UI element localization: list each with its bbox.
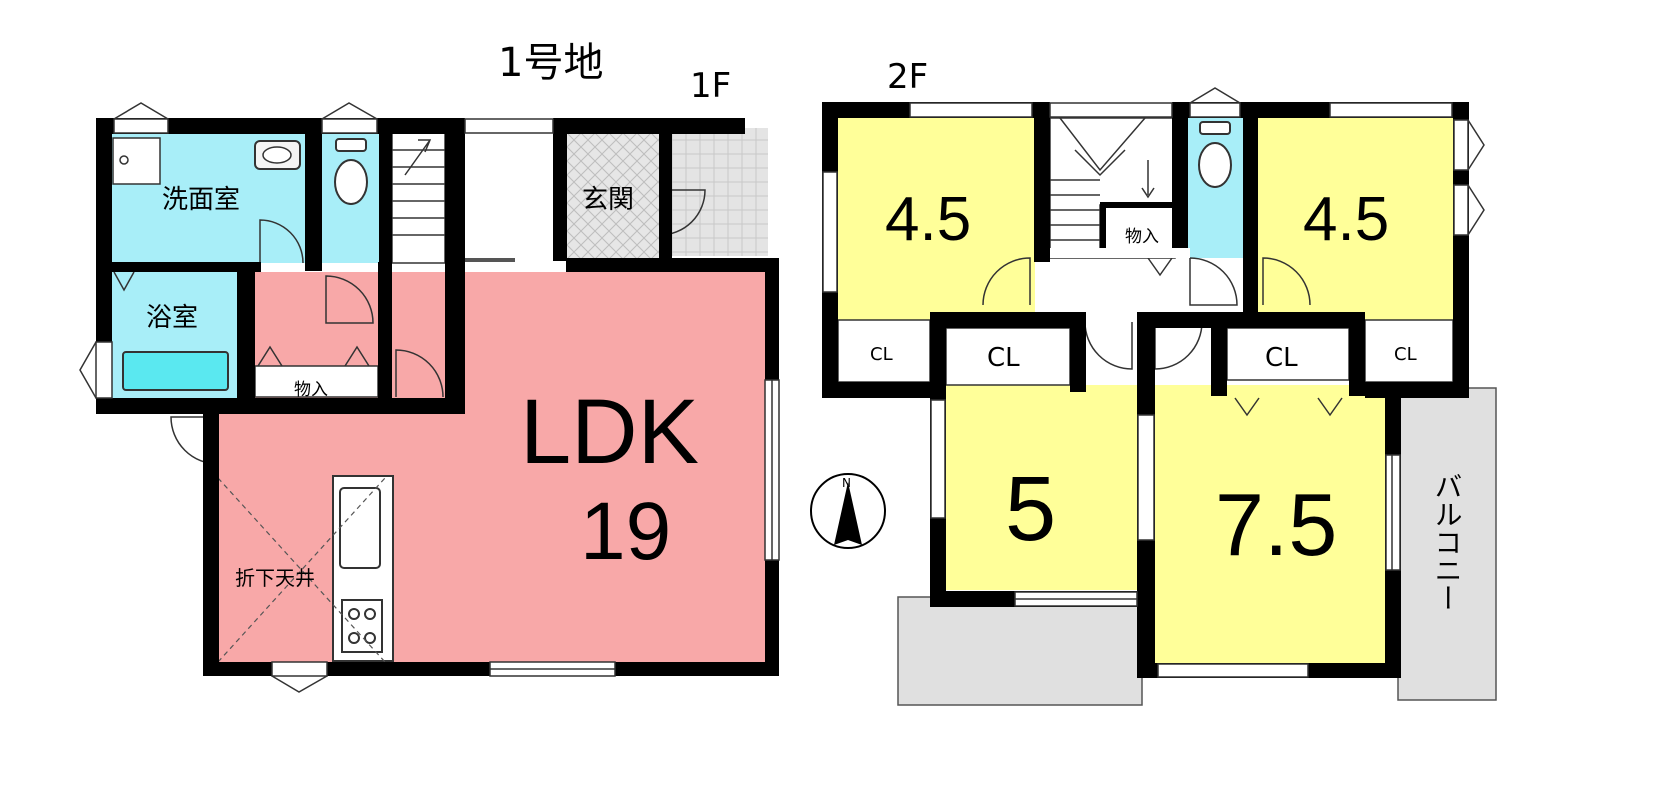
entrance-area xyxy=(567,133,659,261)
bathroom-label: 浴室 xyxy=(146,303,198,333)
lot-title: 1号地 xyxy=(498,40,603,86)
closet-mid-left-label: CL xyxy=(987,343,1020,373)
balcony-south xyxy=(897,596,1143,706)
porch-area xyxy=(672,128,768,256)
closet-ne-label: CL xyxy=(1394,344,1417,365)
bedroom-sw-size: 5 xyxy=(1005,458,1056,560)
closets-2f xyxy=(837,319,1454,386)
first-floor: 洗面室 浴室 物入 玄関 LDK 19 折下天井 xyxy=(79,102,780,693)
bedroom-nw-size: 4.5 xyxy=(885,185,971,254)
washroom-label: 洗面室 xyxy=(162,185,240,215)
ldk-area-upper xyxy=(465,272,765,278)
door-swings-2f xyxy=(982,257,1311,370)
closet-nw-label: CL xyxy=(870,344,893,365)
first-floor-label: 1F xyxy=(690,66,731,106)
bedroom-sw xyxy=(946,385,1137,590)
balcony-east xyxy=(1397,387,1497,701)
ldk-name-label: LDK xyxy=(520,381,699,483)
compass-north-label: N xyxy=(842,476,851,490)
hall-area xyxy=(465,133,553,261)
storage-1f xyxy=(254,365,379,398)
toilet-area-2f xyxy=(1188,118,1243,258)
second-floor-label: 2F xyxy=(887,57,928,97)
walls-1f xyxy=(96,118,779,676)
second-floor: 4.5 4.5 5 7.5 物入 CL CL CL CL バルコニー xyxy=(822,87,1497,706)
kitchen-counter xyxy=(332,475,394,662)
closet-mid-right-label: CL xyxy=(1265,343,1298,373)
ldk-size-label: 19 xyxy=(580,486,671,577)
storage-label-1f: 物入 xyxy=(294,380,328,400)
stairs-1f xyxy=(391,132,446,264)
entrance-label: 玄関 xyxy=(582,185,634,215)
balcony-label: バルコニー xyxy=(1431,472,1464,612)
toilet-2f xyxy=(1198,142,1232,188)
windows-2f xyxy=(822,102,1469,678)
compass-icon: N xyxy=(810,473,886,549)
ceiling-label: 折下天井 xyxy=(235,566,315,590)
bathtub xyxy=(122,351,229,391)
ldk-area xyxy=(218,272,766,665)
washer xyxy=(112,137,161,185)
dropped-ceiling-lines xyxy=(217,477,386,663)
storage-label-2f: 物入 xyxy=(1125,227,1159,247)
bedroom-ne-size: 4.5 xyxy=(1303,185,1389,254)
toilet-1f xyxy=(334,159,368,205)
bedroom-se-size: 7.5 xyxy=(1215,475,1337,574)
bedroom-se xyxy=(1155,385,1385,665)
bedroom-nw xyxy=(838,118,1035,320)
bedroom-ne xyxy=(1258,118,1453,320)
